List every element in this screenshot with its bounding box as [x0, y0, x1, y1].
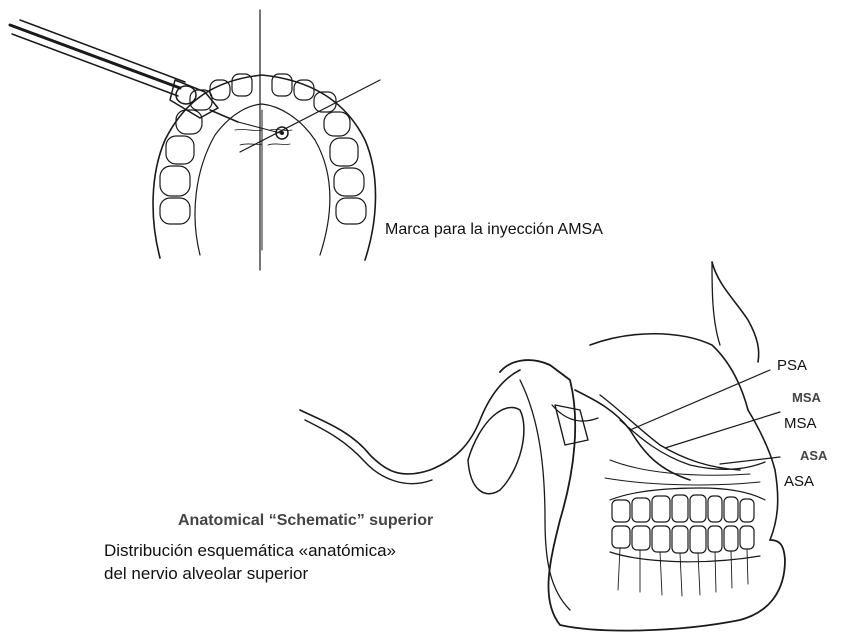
caption-line-2: del nervio alveolar superior — [104, 564, 308, 583]
teeth-left — [160, 74, 252, 224]
schematic-english-title: Anatomical “Schematic” superior — [178, 512, 433, 529]
asa-original-label: ASA — [800, 448, 828, 463]
lower-teeth — [610, 526, 760, 562]
skull-lateral-illustration — [300, 262, 785, 631]
superior-alveolar-nerves — [575, 390, 765, 485]
asa-label: ASA — [784, 473, 814, 490]
caption-line-1: Distribución esquemática «anatómica» — [104, 541, 396, 560]
amsa-mark-label: Marca para la inyección AMSA — [385, 221, 603, 238]
psa-label: PSA — [777, 357, 807, 374]
msa-original-label: MSA — [792, 390, 822, 405]
upper-teeth — [610, 488, 765, 522]
msa-label: MSA — [784, 415, 817, 432]
syringe-icon — [10, 20, 280, 133]
maxillary-arch-illustration — [10, 10, 380, 270]
